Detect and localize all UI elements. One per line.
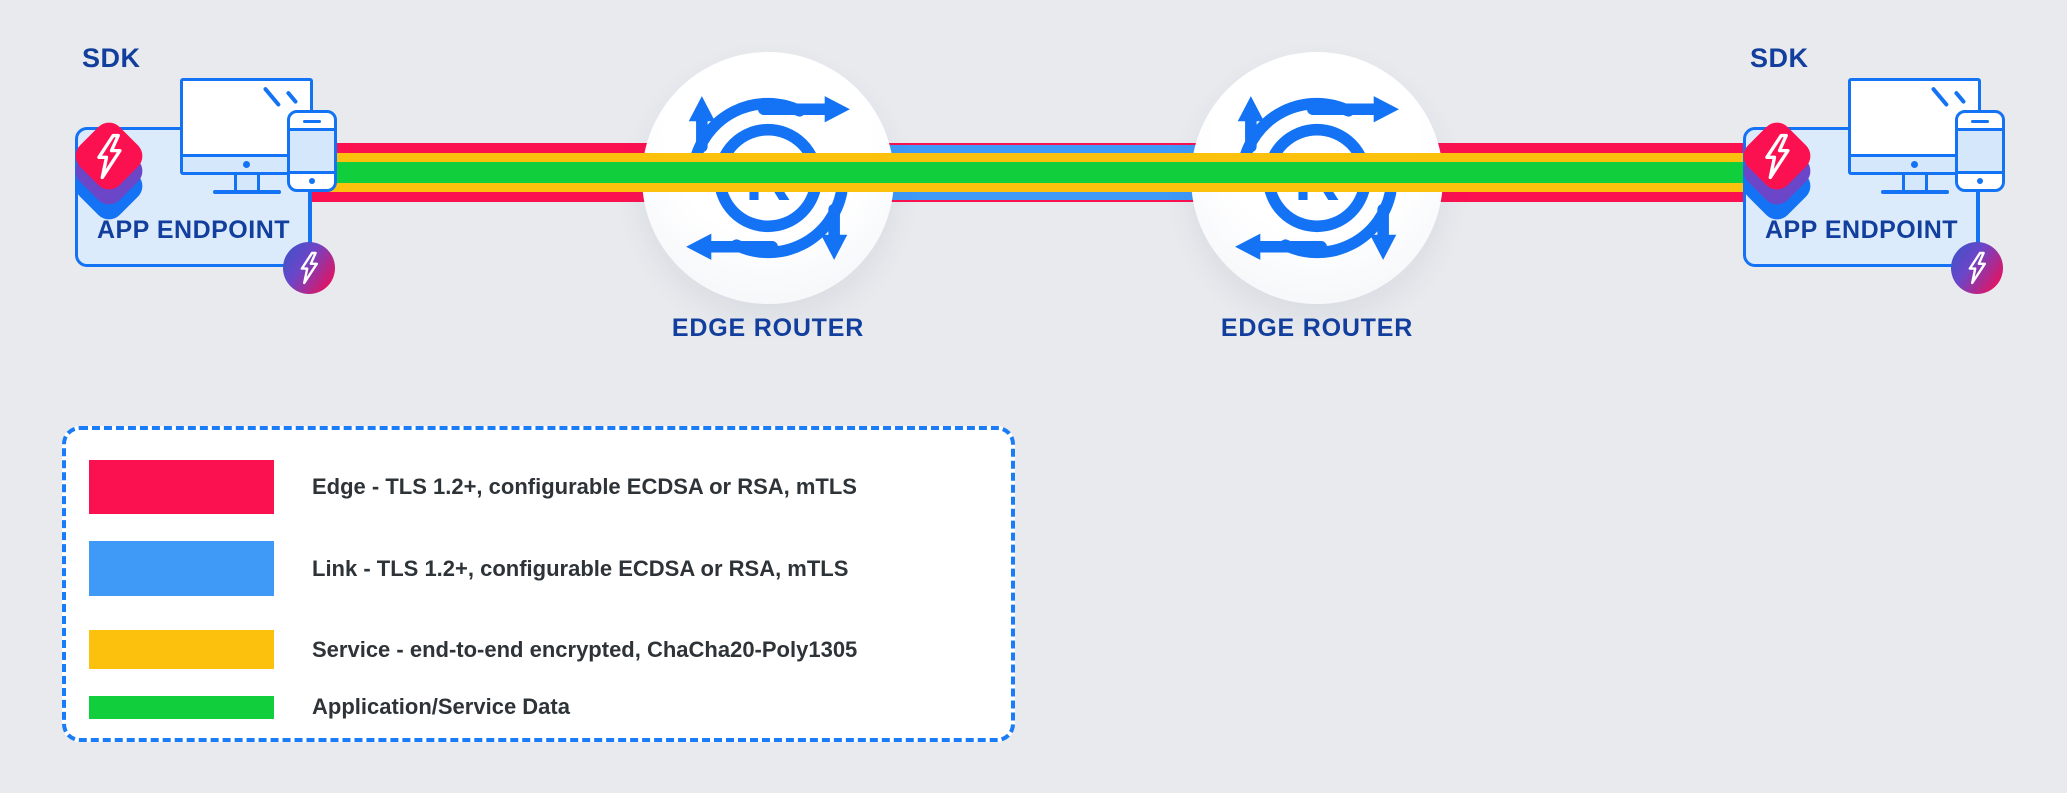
legend-label: Application/Service Data: [312, 694, 570, 719]
stripe-service-top: [305, 153, 1750, 162]
phone-speaker: [1971, 120, 1989, 123]
legend-label: Service - end-to-end encrypted, ChaCha20…: [312, 636, 858, 662]
monitor-dot: [242, 161, 250, 168]
ziti-bolt-icon: [92, 133, 126, 180]
legend-swatch-data: [89, 695, 274, 719]
ziti-bolt-icon: [1965, 251, 1989, 285]
phone-speaker: [303, 120, 321, 123]
legend-swatch-link: [89, 541, 274, 596]
phone-home-dot: [1977, 178, 1983, 184]
app-endpoint-group-left: SDK APP ENDPOINT: [58, 40, 358, 300]
monitor-bar: [183, 154, 310, 172]
stripe-app-data: [305, 162, 1750, 183]
app-endpoint-label: APP ENDPOINT: [96, 216, 291, 244]
legend-swatch-edge: [89, 460, 274, 514]
legend-box: Edge - TLS 1.2+, configurable ECDSA or R…: [62, 426, 1015, 742]
endpoint-badge: [283, 242, 335, 294]
legend-row-edge: Edge - TLS 1.2+, configurable ECDSA or R…: [89, 460, 857, 514]
connector-line: [1976, 190, 1979, 245]
legend-label: Link - TLS 1.2+, configurable ECDSA or R…: [312, 555, 849, 581]
edge-router-label-left: EDGE ROUTER: [671, 314, 865, 342]
monitor-base: [213, 190, 281, 194]
phone-icon: [1955, 110, 2005, 192]
monitor-base: [1881, 190, 1949, 194]
app-endpoint-label: APP ENDPOINT: [1764, 216, 1959, 244]
legend-label: Edge - TLS 1.2+, configurable ECDSA or R…: [312, 474, 857, 499]
sdk-stack-icon: [1726, 78, 1828, 226]
stripe-link-top: [768, 145, 1317, 153]
phone-home-dot: [309, 178, 315, 184]
stripe-link-bottom: [768, 192, 1317, 200]
ziti-bolt-icon: [297, 251, 321, 285]
monitor-dot: [1910, 161, 1918, 168]
ziti-bolt-icon: [1760, 133, 1794, 180]
stripe-service-bottom: [305, 183, 1750, 192]
monitor-stand: [1902, 175, 1928, 190]
legend-swatch-service: [89, 630, 274, 669]
sdk-label: SDK: [1750, 43, 1809, 73]
legend-row-link: Link - TLS 1.2+, configurable ECDSA or R…: [89, 541, 848, 596]
phone-screen: [290, 128, 334, 174]
endpoint-badge: [1951, 242, 2003, 294]
phone-icon: [287, 110, 337, 192]
connector-line: [308, 190, 311, 245]
sdk-label: SDK: [82, 43, 141, 73]
monitor-bar: [1851, 154, 1978, 172]
sdk-stack-icon: [58, 78, 160, 226]
edge-router-label-right: EDGE ROUTER: [1220, 314, 1414, 342]
phone-screen: [1958, 128, 2002, 174]
legend-row-service: Service - end-to-end encrypted, ChaCha20…: [89, 630, 857, 669]
legend-row-data: Application/Service Data: [89, 694, 570, 720]
monitor-stand: [234, 175, 260, 190]
app-endpoint-group-right: SDK APP ENDPOINT: [1726, 40, 2026, 300]
